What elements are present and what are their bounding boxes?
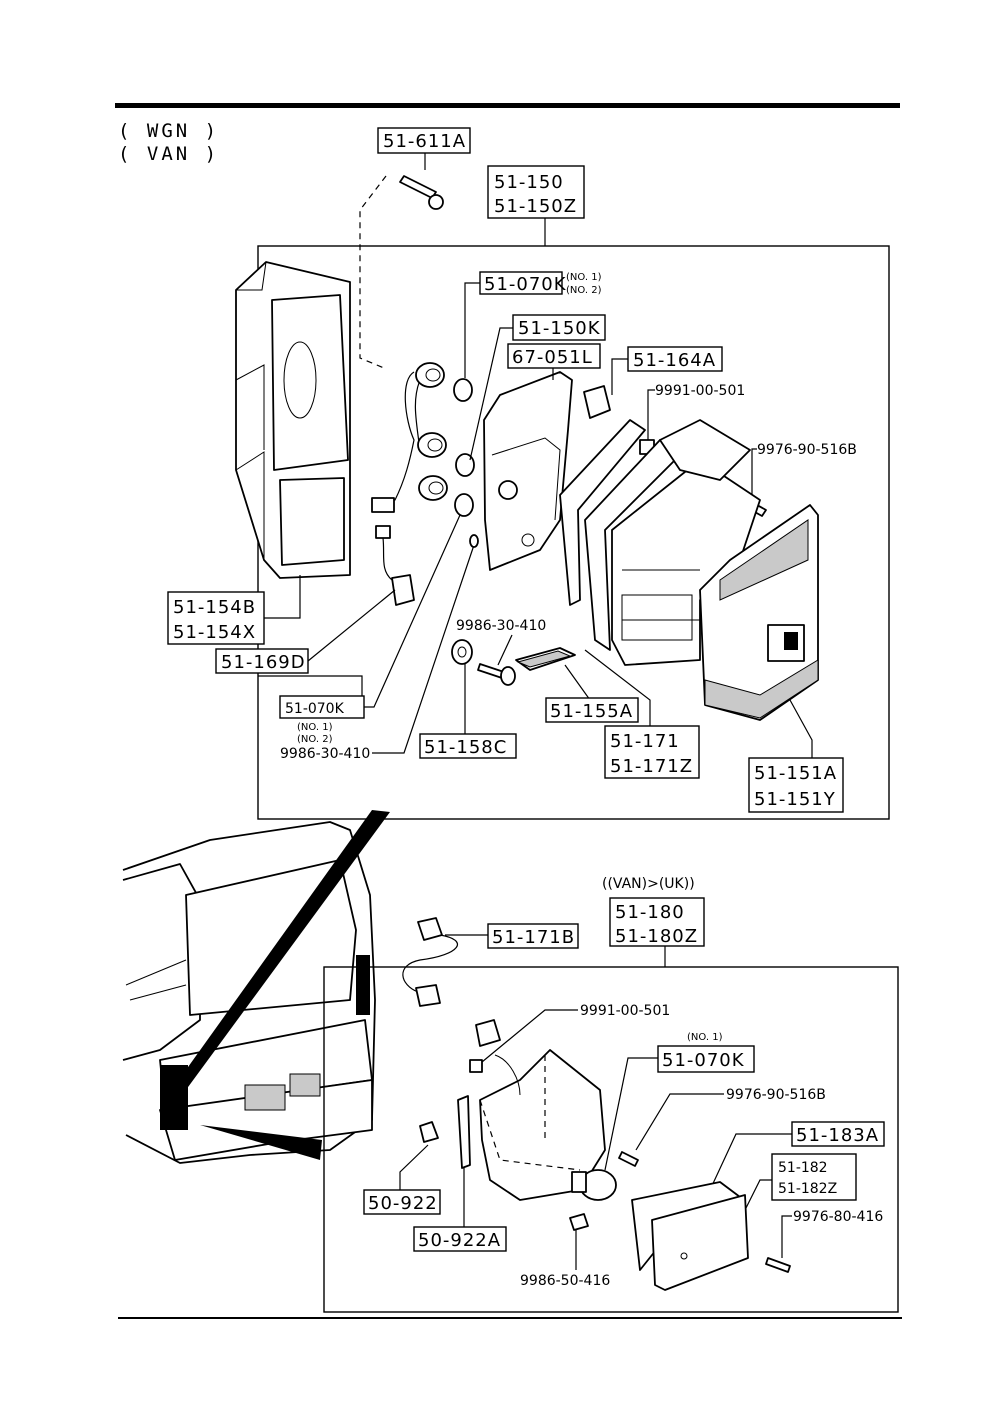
bulb-icon-lower: [571, 1169, 617, 1201]
label-51-150K: 51-150K: [518, 318, 601, 339]
screw-icon-9986-mid: [477, 663, 516, 686]
label-51-150: 51-150: [494, 172, 564, 193]
label-51-164A: 51-164A: [633, 350, 716, 371]
note-51-070K-low-1: (NO. 1): [297, 722, 333, 733]
side-marker-lens: [651, 1194, 749, 1291]
label-9986-30-410-mid: 9986-30-410: [456, 618, 546, 634]
sub-harness-51-171B: [402, 917, 459, 1007]
label-9986-50-416: 9986-50-416: [520, 1273, 610, 1289]
lamp-housing-gasket: [235, 261, 351, 579]
label-51-171Z: 51-171Z: [610, 756, 693, 777]
grommet-icon-51-158C: [451, 639, 473, 665]
label-9986-30-410-low: 9986-30-410: [280, 746, 370, 762]
bulb-socket-2: [417, 432, 447, 458]
note-51-070K-top-1: (NO. 1): [566, 272, 602, 283]
clip-51-164A: [583, 385, 611, 419]
bulb-icon-2: [455, 453, 475, 477]
label-51-171B: 51-171B: [492, 927, 575, 948]
label-67-051L: 67-051L: [512, 347, 593, 368]
label-51-169D: 51-169D: [221, 652, 306, 673]
label-51-182Z: 51-182Z: [778, 1181, 837, 1197]
reflector-plate-51-155A: [515, 647, 576, 671]
label-9976-80-416: 9976-80-416: [793, 1209, 883, 1225]
label-51-151A: 51-151A: [754, 763, 837, 784]
label-51-154B: 51-154B: [173, 597, 256, 618]
screw-icon-9986-50: [569, 1213, 589, 1231]
side-marker-housing: [475, 1019, 606, 1201]
note-51-070K-lower: (NO. 1): [687, 1032, 723, 1043]
label-51-180: 51-180: [615, 902, 685, 923]
tail-lamp-lens: [699, 504, 819, 721]
label-51-182: 51-182: [778, 1160, 828, 1176]
screw-icon-51-611A: [399, 175, 444, 210]
label-51-611A: 51-611A: [383, 131, 466, 152]
label-51-180Z: 51-180Z: [615, 926, 698, 947]
nut-icon-9991-low: [469, 1059, 483, 1073]
screw-icon-9976-80: [765, 1257, 791, 1273]
variant-van-uk: ((VAN)>(UK)): [602, 876, 695, 892]
clip-50-922: [419, 1121, 439, 1143]
variant-wgn: ( WGN ): [118, 120, 219, 142]
label-51-151Y: 51-151Y: [754, 789, 836, 810]
label-50-922A: 50-922A: [418, 1230, 501, 1251]
bulb-socket-3: [418, 475, 448, 501]
variant-van: ( VAN ): [118, 143, 219, 165]
label-51-150Z: 51-150Z: [494, 196, 577, 217]
wiring-harness: [371, 371, 421, 606]
label-9991-00-501-top: 9991-00-501: [655, 383, 745, 399]
label-50-922: 50-922: [368, 1193, 438, 1214]
bulb-icon-3: [454, 493, 474, 517]
label-9991-00-501-low: 9991-00-501: [580, 1003, 670, 1019]
label-9976-90-516B-low: 9976-90-516B: [726, 1087, 826, 1103]
note-51-070K-top-2: (NO. 2): [566, 285, 602, 296]
label-51-155A: 51-155A: [550, 701, 633, 722]
lower-assembly-frame: [323, 966, 899, 1313]
label-51-070K-lower: 51-070K: [662, 1050, 745, 1071]
label-9976-90-516B-top: 9976-90-516B: [757, 442, 857, 458]
label-51-070K-top: 51-070K: [484, 274, 567, 295]
top-rule: [115, 103, 900, 108]
bulb-icon-1: [453, 378, 473, 402]
note-51-070K-low-2: (NO. 2): [297, 734, 333, 745]
label-51-171: 51-171: [610, 731, 680, 752]
grommet-icon-small: [469, 534, 479, 548]
label-51-070K-low: 51-070K: [285, 701, 345, 717]
label-51-154X: 51-154X: [173, 622, 256, 643]
seal-strip-50-922A: [457, 1095, 471, 1169]
label-51-183A: 51-183A: [796, 1125, 879, 1146]
screw-icon-9976-lower: [618, 1151, 639, 1167]
bulb-socket-1: [415, 362, 445, 388]
bulb-holder-plate: [483, 371, 573, 571]
label-51-158C: 51-158C: [424, 737, 507, 758]
